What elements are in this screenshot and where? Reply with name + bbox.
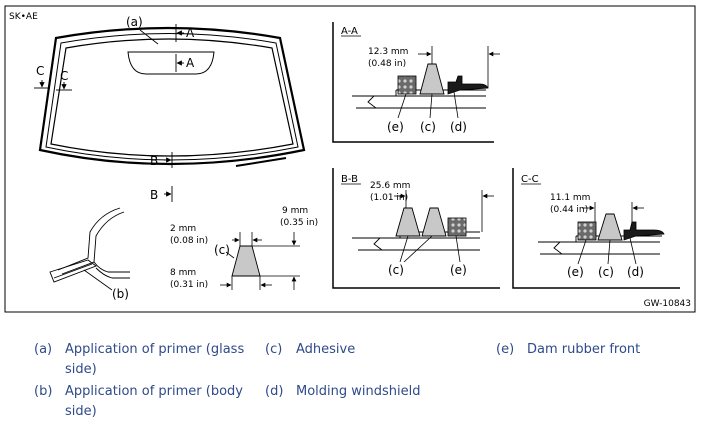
section-c-label-outer: C <box>36 64 44 78</box>
section-cc-dim: 11.1 mm <box>550 193 590 203</box>
legend-key-b: (b) <box>34 384 53 399</box>
legend-key-e: (e) <box>496 342 515 357</box>
section-aa-label-c: (c) <box>420 120 436 134</box>
dim-2mm-in: (0.08 in) <box>170 236 208 246</box>
section-cc-label-c: (c) <box>598 265 614 279</box>
legend-key-a: (a) <box>34 342 53 357</box>
section-bb-panel: B-B 25.6 mm (1.01 in) (c) (e) <box>332 168 500 289</box>
section-b-label-upper: B <box>150 154 158 168</box>
section-bb-dim: 25.6 mm <box>370 181 410 191</box>
section-aa-label-e: (e) <box>387 120 404 134</box>
callout-a: (a) <box>126 15 143 29</box>
section-c-marker-outer <box>34 80 50 89</box>
section-a-label-inner: A <box>186 56 195 70</box>
section-bb-dim-in: (1.01 in) <box>370 193 408 203</box>
dim-9mm-in: (0.35 in) <box>280 218 318 228</box>
section-c-marker-inner <box>56 82 72 91</box>
section-b-marker-upper <box>164 152 173 168</box>
section-cc-dim-in: (0.44 in) <box>550 205 588 215</box>
section-cc-label-e: (e) <box>567 265 584 279</box>
legend-key-d: (d) <box>265 384 284 399</box>
dim-8mm-in: (0.31 in) <box>170 280 208 290</box>
section-aa-dim: 12.3 mm <box>368 47 408 57</box>
dim-2mm: 2 mm <box>170 224 196 234</box>
figure-frame <box>4 5 696 313</box>
section-bb-label-e: (e) <box>450 263 467 277</box>
callout-b: (b) <box>112 287 129 301</box>
legend-text-a: Application of primer (glass side) <box>65 342 245 377</box>
section-aa-dim-in: (0.48 in) <box>368 59 406 69</box>
corner-label: SK•AE <box>9 12 38 22</box>
section-bb-label-c: (c) <box>388 263 404 277</box>
section-a-marker-inner <box>175 54 184 72</box>
section-c-label-inner: C <box>60 69 68 83</box>
section-a-label-top: A <box>186 26 195 40</box>
body-side-detail <box>49 207 130 283</box>
legend-text-b: Application of primer (body side) <box>65 384 244 419</box>
section-cc-label-d: (d) <box>627 265 644 279</box>
windshield-outline <box>38 26 306 167</box>
section-aa-title: A-A <box>341 26 358 37</box>
section-cc-panel: C-C 11.1 mm (0.44 in) (e) (c) (d) <box>512 168 680 289</box>
legend-text-c: Adhesive <box>296 342 356 357</box>
section-aa-label-d: (d) <box>450 120 467 134</box>
legend-key-c: (c) <box>265 342 283 357</box>
section-bb-title: B-B <box>341 174 358 185</box>
callout-c-detail: (c) <box>214 243 230 257</box>
dim-9mm: 9 mm <box>282 206 308 216</box>
section-b-label-lower: B <box>150 188 158 202</box>
windshield-installation-diagram: SK•AE GW-10843 (a) A A B B C C <box>4 5 696 313</box>
dim-8mm: 8 mm <box>170 268 196 278</box>
adhesive-bead-profile <box>220 232 300 290</box>
section-b-marker-lower <box>164 186 173 202</box>
section-cc-title: C-C <box>521 174 539 185</box>
section-aa-panel: A-A 12.3 mm (0.48 in) (e) (c) (d) <box>332 22 500 143</box>
legend-text-e: Dam rubber front <box>527 342 641 357</box>
section-a-marker-top <box>175 24 184 42</box>
figure-id: GW-10843 <box>644 299 691 309</box>
legend-text-d: Molding windshield <box>296 384 421 399</box>
